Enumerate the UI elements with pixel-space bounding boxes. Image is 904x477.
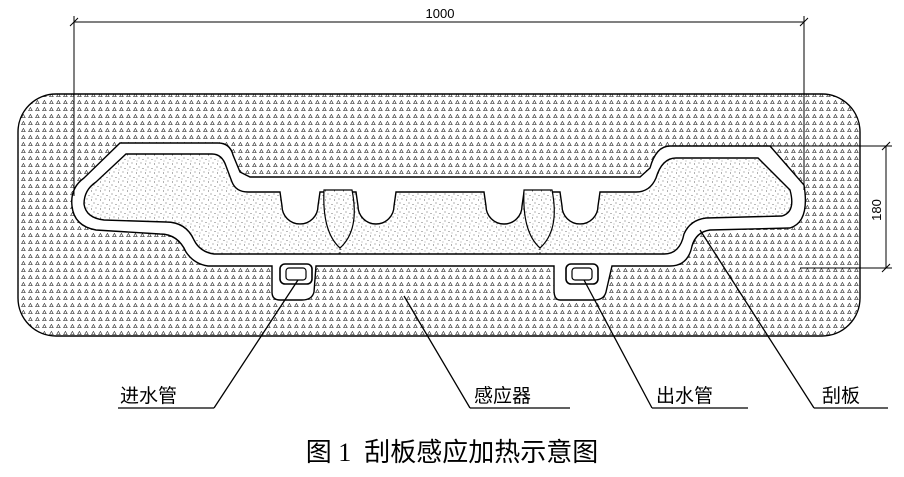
scraper-body xyxy=(83,153,793,255)
label-outlet-pipe: 出水管 xyxy=(656,385,713,407)
inlet-pipe xyxy=(279,263,313,285)
label-inlet-pipe: 进水管 xyxy=(120,385,177,407)
leader-outlet xyxy=(583,279,748,409)
figure-caption: 图 1 刮板感应加热示意图 xyxy=(306,438,599,467)
height-dimension-label: 180 xyxy=(869,199,884,221)
outlet-pipe xyxy=(565,263,599,285)
width-dimension-label: 1000 xyxy=(426,6,455,21)
leader-inductor xyxy=(403,295,570,409)
label-inductor: 感应器 xyxy=(474,385,531,407)
leader-scraper xyxy=(699,229,888,409)
leader-inlet xyxy=(118,279,299,409)
scraper-insert-right xyxy=(523,189,555,249)
height-dimension xyxy=(756,141,892,273)
scraper-insert-left xyxy=(323,189,355,249)
label-scraper: 刮板 xyxy=(822,385,860,407)
width-dimension xyxy=(69,16,809,196)
